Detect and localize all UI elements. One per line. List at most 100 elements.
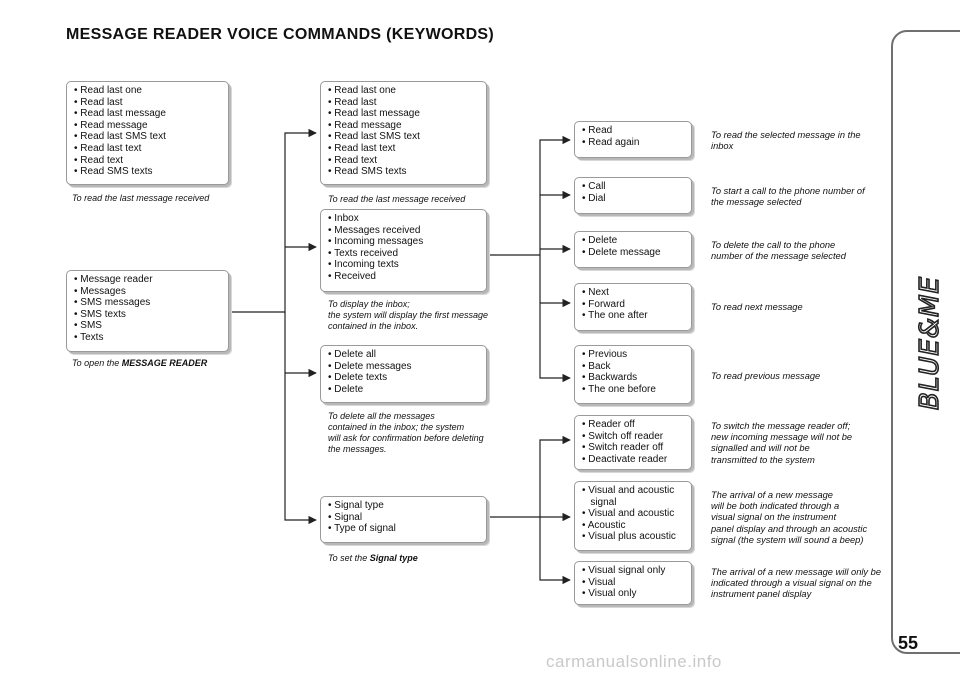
command-description: To delete the call to the phone number o… — [711, 240, 846, 262]
command-box: • Message reader• Messages• SMS messages… — [66, 270, 229, 352]
command-keyword: • Visual and acoustic — [582, 508, 675, 520]
command-keyword: • Read text — [74, 154, 124, 166]
chapter-tab — [891, 30, 960, 654]
command-keyword: • Read last — [328, 96, 377, 108]
command-box: • Reader off• Switch off reader• Switch … — [574, 415, 692, 470]
command-keyword: • Read last — [74, 96, 123, 108]
command-keyword: • Read last one — [74, 85, 142, 96]
command-keyword: • Previous — [582, 349, 628, 360]
command-keyword: • Visual only — [582, 588, 637, 600]
command-keyword: • Read message — [74, 119, 148, 131]
command-box: • Next• Forward• The one after — [574, 283, 692, 331]
command-description: To start a call to the phone number of t… — [711, 186, 865, 208]
command-keyword: • Back — [582, 360, 611, 372]
command-box: • Delete• Delete message — [574, 231, 692, 268]
command-keyword: • Delete texts — [328, 372, 388, 384]
command-keyword: • Type of signal — [328, 523, 396, 535]
command-box: • Inbox• Messages received• Incoming mes… — [320, 209, 487, 292]
command-keyword: • The one after — [582, 310, 648, 322]
connector-arrow — [488, 135, 571, 256]
connector-arrow — [230, 128, 317, 313]
command-keyword: • Incoming texts — [328, 259, 399, 271]
blue-and-me-logo: BLUE&ME — [914, 275, 944, 411]
box-caption: To open the MESSAGE READER — [72, 358, 272, 369]
command-keyword: • SMS messages — [74, 297, 151, 309]
command-keyword: • Delete — [328, 383, 364, 395]
command-keyword: • Read last SMS text — [328, 131, 420, 143]
caption-text: To set the — [328, 553, 370, 563]
command-box: • Read last one• Read last• Read last me… — [66, 81, 229, 185]
box-caption: To read the last message received — [72, 193, 210, 203]
command-keyword: • Texts received — [328, 247, 399, 259]
box-caption: To read the last message received — [328, 194, 466, 204]
command-keyword: • Visual signal only — [582, 565, 666, 576]
command-keyword: • Deactivate reader — [582, 453, 668, 465]
box-caption: To delete all the messages contained in … — [328, 411, 484, 454]
command-description: The arrival of a new message will be bot… — [711, 490, 868, 545]
command-description: To read previous message — [711, 371, 821, 381]
command-box: • Visual signal only• Visual• Visual onl… — [574, 561, 692, 605]
command-keyword: • Incoming messages — [328, 236, 424, 248]
command-keyword: • Read — [582, 125, 613, 136]
command-keyword: • Read last SMS text — [74, 131, 166, 143]
caption-bold: Signal type — [369, 553, 418, 563]
connector-arrow — [539, 517, 571, 585]
command-keyword: • Delete — [582, 235, 618, 246]
command-keyword: • Call — [582, 181, 606, 192]
brand-text: BLUE&ME — [915, 276, 944, 410]
command-keyword: • Next — [582, 287, 609, 298]
command-keyword: • Acoustic — [582, 519, 626, 531]
command-box: • Read• Read again — [574, 121, 692, 158]
command-description: To switch the message reader off; new in… — [711, 421, 853, 465]
command-keyword: • Read text — [328, 154, 378, 166]
command-box: • Delete all• Delete messages• Delete te… — [320, 345, 487, 403]
command-keyword: • Read message — [328, 119, 402, 131]
connector-arrow — [488, 435, 571, 518]
command-keyword: • Visual — [582, 576, 616, 588]
command-keyword: • Dial — [582, 192, 606, 204]
command-keyword: • Switch off reader — [582, 430, 664, 442]
caption-bold: MESSAGE READER — [121, 358, 208, 368]
command-keyword: • Signal — [328, 511, 363, 523]
command-keyword: • Signal type — [328, 500, 384, 511]
command-keyword: • Visual and acoustic — [582, 485, 675, 496]
command-keyword: • Read SMS texts — [328, 166, 407, 178]
connector-arrow — [284, 312, 317, 525]
command-keyword: • Message reader — [74, 274, 153, 285]
command-keyword: • Read last one — [328, 85, 396, 96]
command-keyword: • Read last text — [328, 142, 396, 154]
command-keyword: • Read last message — [74, 108, 166, 120]
page-number: 55 — [897, 633, 919, 653]
command-keyword: • SMS texts — [74, 308, 126, 320]
command-keyword: • Texts — [74, 331, 104, 343]
page-title: MESSAGE READER VOICE COMMANDS (KEYWORDS) — [66, 26, 495, 43]
command-keyword: • Read SMS texts — [74, 166, 153, 178]
command-keyword: signal — [582, 496, 617, 508]
command-box: • Visual and acoustic signal• Visual and… — [574, 481, 692, 551]
command-keyword: • Messages — [74, 285, 126, 297]
command-box: • Signal type• Signal• Type of signal — [320, 496, 487, 543]
command-keyword: • The one before — [582, 383, 656, 395]
command-keyword: • Inbox — [328, 213, 359, 224]
command-keyword: • Received — [328, 270, 376, 282]
command-keyword: • Delete message — [582, 246, 661, 258]
command-keyword: • Reader off — [582, 419, 635, 430]
command-description: To read next message — [711, 302, 803, 312]
command-description: The arrival of a new message will only b… — [711, 567, 882, 600]
command-keyword: • Read last text — [74, 142, 142, 154]
command-description: To read the selected message in the inbo… — [711, 130, 861, 152]
caption-text: To open the — [72, 358, 122, 368]
command-keyword: • Delete messages — [328, 360, 412, 372]
command-keyword: • Switch reader off — [582, 442, 664, 454]
connector-arrow — [539, 255, 571, 383]
command-box: • Previous• Back• Backwards• The one bef… — [574, 345, 692, 404]
command-keyword: • Forward — [582, 298, 625, 310]
box-caption: To set the Signal type — [328, 553, 528, 564]
command-box: • Read last one• Read last• Read last me… — [320, 81, 487, 185]
watermark-text: carmanualsonline.info — [546, 652, 722, 671]
command-keyword: • SMS — [74, 320, 102, 332]
box-caption: To display the inbox; the system will di… — [328, 299, 489, 331]
command-keyword: • Backwards — [582, 372, 638, 384]
command-box: • Call• Dial — [574, 177, 692, 214]
